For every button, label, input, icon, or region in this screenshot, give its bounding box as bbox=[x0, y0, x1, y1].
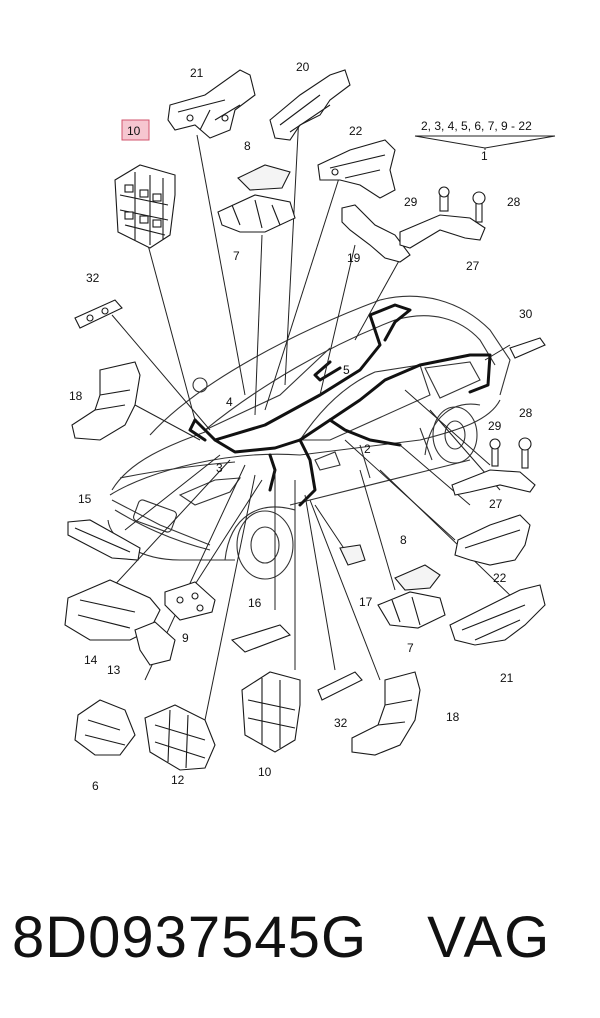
brand-name: VAG bbox=[427, 904, 552, 970]
callout-28-top: 28 bbox=[507, 195, 521, 209]
callout-9: 9 bbox=[182, 631, 189, 645]
callout-22-bottom: 22 bbox=[493, 571, 507, 585]
callout-18-top: 18 bbox=[69, 389, 83, 403]
part-17 bbox=[339, 544, 366, 566]
callout-21-top: 21 bbox=[190, 66, 204, 80]
strap-27-bottom bbox=[451, 437, 536, 496]
relay-carrier-top bbox=[114, 164, 176, 249]
relay-carrier-bottom bbox=[241, 671, 301, 753]
callout-4: 4 bbox=[226, 395, 233, 409]
main-wiring-harness bbox=[188, 303, 492, 507]
bracket-19 bbox=[341, 204, 411, 263]
callout-21-bottom: 21 bbox=[500, 671, 514, 685]
bracket-13 bbox=[134, 621, 176, 666]
housing-18-top bbox=[71, 361, 141, 441]
callout-32-bottom: 32 bbox=[334, 716, 348, 730]
callout-1: 1 bbox=[481, 149, 488, 163]
callout-2: 2 bbox=[364, 442, 371, 456]
callout-12: 12 bbox=[171, 773, 185, 787]
cover-8-top bbox=[237, 164, 291, 191]
part-number: 8D0937545G bbox=[12, 904, 368, 970]
grommet-9 bbox=[164, 581, 216, 621]
callout-6: 6 bbox=[92, 779, 99, 793]
callout-20: 20 bbox=[296, 60, 310, 74]
callout-7-top: 7 bbox=[233, 249, 240, 263]
callout-28-bottom: 28 bbox=[519, 406, 533, 420]
bracket-6 bbox=[74, 699, 136, 756]
bracket-22-bottom bbox=[454, 514, 531, 566]
strap-27-top bbox=[399, 186, 486, 249]
highlight-box-10 bbox=[121, 119, 150, 141]
leader-lines bbox=[109, 94, 556, 721]
bracket-21-bottom bbox=[449, 584, 546, 646]
housing-18-bottom bbox=[351, 671, 421, 756]
clip-32-bottom bbox=[317, 671, 363, 701]
holder-7-top bbox=[217, 194, 296, 233]
bracket-15 bbox=[67, 519, 141, 561]
relay-carrier-12 bbox=[144, 704, 216, 771]
clip-32-top bbox=[74, 299, 123, 329]
callout-8-top: 8 bbox=[244, 139, 251, 153]
bracket-20 bbox=[269, 69, 351, 141]
wiring-harness-diagram: 10 21 20 8 7 22 19 2, 3, 4, 5, 6, 7, 9 -… bbox=[64, 60, 556, 793]
callout-16: 16 bbox=[248, 596, 262, 610]
callout-5: 5 bbox=[343, 363, 350, 377]
callout-19: 19 bbox=[347, 251, 361, 265]
callout-29-top: 29 bbox=[404, 195, 418, 209]
trim-30 bbox=[509, 337, 546, 359]
callout-32-top: 32 bbox=[86, 271, 100, 285]
callout-3: 3 bbox=[216, 461, 223, 475]
cover-8-bottom bbox=[394, 564, 441, 591]
bracket-16 bbox=[230, 624, 291, 653]
callout-7-bottom: 7 bbox=[407, 641, 414, 655]
bracket-21-top bbox=[167, 69, 256, 139]
callout-labels: 10 21 20 8 7 22 19 2, 3, 4, 5, 6, 7, 9 -… bbox=[69, 60, 533, 793]
callout-13: 13 bbox=[107, 663, 121, 677]
callout-14: 14 bbox=[84, 653, 98, 667]
callout-18-bottom: 18 bbox=[446, 710, 460, 724]
callout-30: 30 bbox=[519, 307, 533, 321]
callout-27-bottom: 27 bbox=[489, 497, 503, 511]
callout-8-bottom: 8 bbox=[400, 533, 407, 547]
callout-17: 17 bbox=[359, 595, 373, 609]
callout-10-top: 10 bbox=[127, 124, 141, 138]
callout-group-range: 2, 3, 4, 5, 6, 7, 9 - 22 bbox=[421, 119, 532, 133]
callout-15: 15 bbox=[78, 492, 92, 506]
callout-27-top: 27 bbox=[466, 259, 480, 273]
callout-22-top: 22 bbox=[349, 124, 363, 138]
bracket-22-top bbox=[317, 139, 396, 199]
callout-10-bottom: 10 bbox=[258, 765, 272, 779]
holder-7-bottom bbox=[377, 591, 446, 629]
footer: 8D0937545G VAG bbox=[12, 892, 592, 982]
callout-29-bottom: 29 bbox=[488, 419, 502, 433]
